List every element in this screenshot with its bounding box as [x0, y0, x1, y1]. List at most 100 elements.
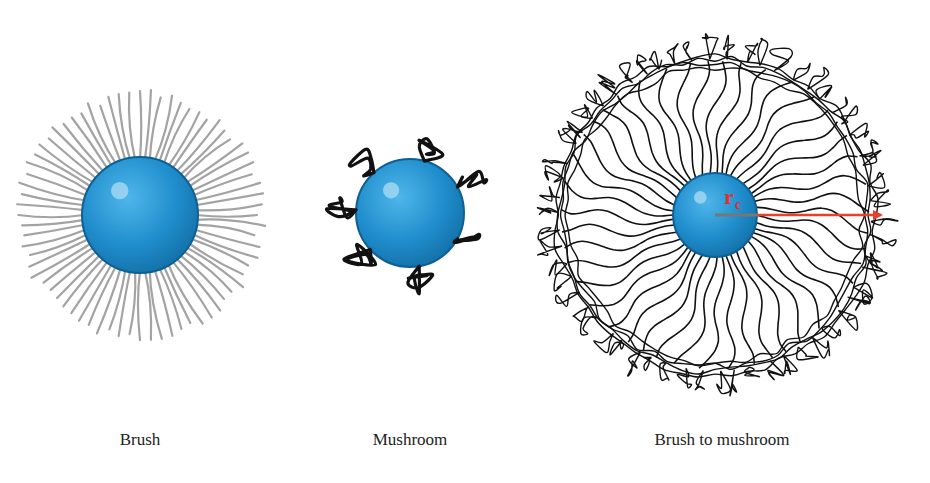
outer-coil — [538, 228, 560, 240]
polymer-chain — [130, 271, 136, 334]
stretched-chain — [561, 210, 673, 225]
outer-coil — [677, 368, 691, 388]
stretched-chain — [756, 207, 868, 233]
polymer-chain — [22, 220, 84, 225]
mushroom-particle — [326, 139, 486, 294]
stretched-chain — [590, 247, 688, 306]
outer-coil — [871, 219, 898, 225]
outer-coil — [660, 363, 669, 381]
stretched-chain — [576, 244, 685, 286]
core-highlight — [111, 182, 128, 199]
outer-coil — [572, 105, 593, 119]
nanoparticle-core — [356, 159, 464, 267]
polymer-chain — [23, 229, 86, 246]
stretched-chain — [659, 69, 691, 181]
coil-ring — [565, 68, 864, 366]
outer-coil — [549, 260, 567, 276]
radius-core-segment — [715, 214, 757, 217]
polymer-chain — [140, 91, 141, 159]
outer-coil — [619, 63, 632, 83]
outer-coil — [841, 106, 857, 124]
polymer-chain — [18, 215, 84, 217]
outer-coil — [667, 44, 678, 65]
stretched-chain — [562, 224, 674, 236]
polymer-chain — [129, 92, 135, 159]
outer-coil — [598, 75, 616, 95]
outer-coil — [556, 292, 580, 306]
outer-coil — [538, 240, 562, 255]
radius-subscript: c — [735, 197, 741, 213]
outer-coil — [848, 296, 871, 310]
stretched-chain — [751, 156, 857, 194]
panel-caption: Brush — [120, 430, 161, 450]
polymer-coil — [457, 171, 486, 187]
outer-coil — [724, 35, 735, 59]
outer-coil — [610, 340, 624, 355]
core-highlight — [694, 191, 707, 204]
stretched-chain — [731, 97, 815, 176]
outer-coil — [540, 187, 560, 201]
core-highlight — [383, 182, 399, 198]
polymer-chain — [81, 113, 112, 166]
stretched-chain — [639, 80, 688, 182]
polymer-coil — [454, 234, 480, 242]
polymer-chain — [168, 112, 199, 166]
radius-symbol: r — [724, 184, 734, 210]
outer-coil — [770, 48, 793, 70]
stretched-chain — [565, 181, 673, 216]
nanoparticle-core — [82, 157, 198, 273]
polymer-chain — [196, 215, 257, 217]
polymer-chain — [35, 154, 91, 187]
outer-coil — [567, 121, 583, 137]
polymer-chain — [196, 204, 262, 210]
polymer-chain — [164, 109, 190, 164]
outer-coil — [545, 166, 564, 182]
polymer-coil — [349, 149, 374, 176]
polymer-chain — [31, 243, 91, 278]
stretched-chain — [726, 256, 735, 369]
stretched-chain — [757, 215, 865, 249]
polymer-coil — [419, 139, 443, 161]
outer-coil — [816, 86, 832, 100]
outer-coil — [594, 333, 613, 352]
brush-to-mushroom-particle — [537, 34, 897, 396]
outer-coil — [745, 43, 757, 62]
outer-coil — [702, 34, 718, 59]
panel-caption: Brush to mushroom — [654, 430, 789, 450]
outer-coil — [683, 42, 692, 61]
stretched-chain — [737, 251, 773, 358]
outer-coil — [822, 326, 840, 338]
outer-coil — [868, 173, 884, 189]
outer-coil — [797, 347, 819, 360]
outer-coil — [586, 90, 603, 106]
outer-coil — [628, 352, 641, 376]
panel-caption: Mushroom — [373, 430, 448, 450]
polymer-chain — [195, 193, 263, 205]
stretched-chain — [716, 63, 741, 173]
outer-coil — [783, 355, 797, 374]
polymer-coil — [408, 266, 433, 294]
outer-coil — [870, 190, 890, 207]
polymer-chain — [186, 143, 243, 183]
polymer-chain — [194, 183, 260, 201]
polymer-chain — [180, 255, 224, 299]
outer-coil — [730, 370, 737, 396]
outer-coil — [863, 150, 881, 165]
outer-coil — [758, 38, 768, 65]
polymer-chain — [63, 258, 104, 306]
outer-coil — [812, 337, 829, 358]
outer-coil — [745, 367, 760, 377]
outer-coil — [554, 273, 571, 291]
outer-coil — [537, 208, 559, 215]
polymer-chain — [183, 139, 230, 179]
stretched-chain — [753, 176, 866, 198]
outer-coil — [717, 371, 731, 394]
outer-coil — [870, 234, 896, 245]
outer-coil — [862, 265, 887, 279]
outer-coil — [644, 357, 652, 370]
nanoparticle-core — [673, 173, 757, 257]
stretched-chain — [674, 257, 717, 364]
polymer-chain — [193, 234, 258, 258]
stretched-chain — [643, 255, 702, 351]
